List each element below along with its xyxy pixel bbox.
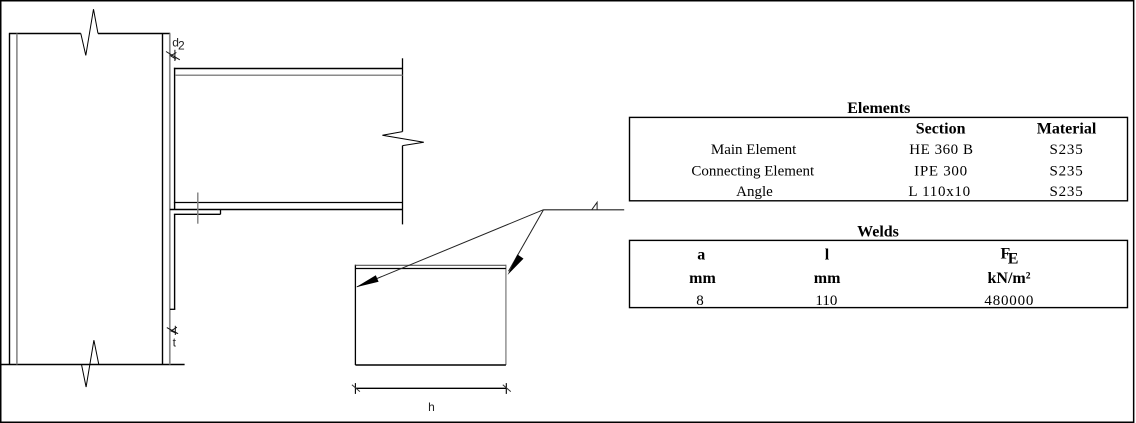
svg-text:L 110x10: L 110x10 xyxy=(908,184,970,200)
svg-text:IPE 300: IPE 300 xyxy=(914,163,968,179)
svg-text:110: 110 xyxy=(815,293,837,309)
svg-text:S235: S235 xyxy=(1049,184,1083,200)
svg-text:h: h xyxy=(428,400,435,414)
svg-text:HE 360 B: HE 360 B xyxy=(909,142,973,158)
svg-text:Connecting Element: Connecting Element xyxy=(691,163,815,179)
svg-text:E: E xyxy=(1008,251,1019,268)
svg-text:t: t xyxy=(173,335,177,349)
svg-text:8: 8 xyxy=(696,293,704,309)
svg-text:Main Element: Main Element xyxy=(711,142,797,158)
svg-text:mm: mm xyxy=(814,270,841,287)
svg-text:l: l xyxy=(825,247,830,264)
svg-text:480000: 480000 xyxy=(984,293,1034,309)
svg-text:d: d xyxy=(172,36,179,50)
svg-text:2: 2 xyxy=(178,39,185,53)
svg-text:Angle: Angle xyxy=(736,184,773,200)
svg-text:Material: Material xyxy=(1037,121,1097,138)
svg-text:Elements: Elements xyxy=(847,100,910,117)
svg-text:kN/m²: kN/m² xyxy=(987,270,1030,287)
svg-text:S235: S235 xyxy=(1049,142,1083,158)
svg-text:Section: Section xyxy=(916,121,966,138)
svg-text:a: a xyxy=(697,247,705,264)
svg-text:Welds: Welds xyxy=(857,224,899,241)
svg-text:S235: S235 xyxy=(1049,163,1083,179)
svg-text:mm: mm xyxy=(689,270,716,287)
svg-text:F: F xyxy=(1001,245,1011,262)
